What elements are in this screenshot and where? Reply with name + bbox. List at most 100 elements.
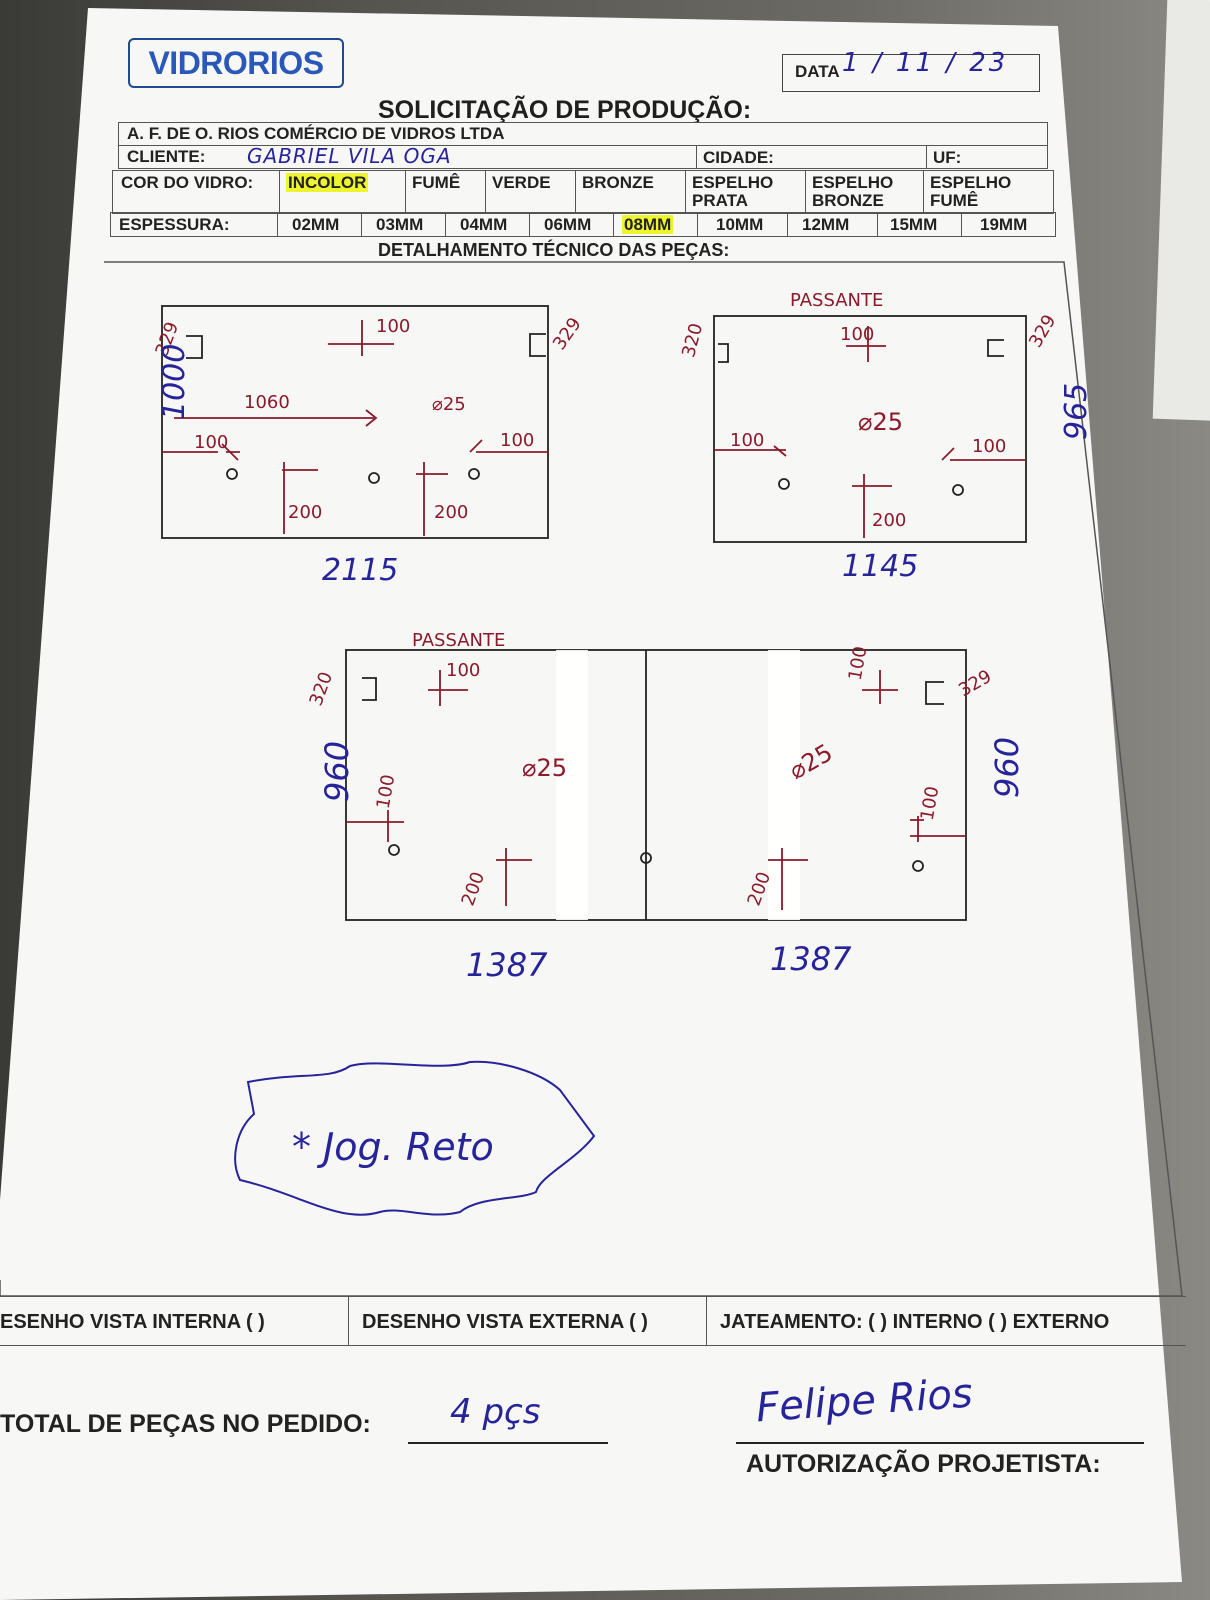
thickness-option-02[interactable]: 02MM bbox=[277, 213, 361, 236]
piece-3-note: PASSANTE bbox=[412, 630, 505, 651]
piece-1-dimensions: 2115 1000 bbox=[157, 344, 398, 588]
thickness-option-06[interactable]: 06MM bbox=[529, 213, 613, 236]
piece-2-label: 320 bbox=[678, 321, 707, 360]
color-option-verde[interactable]: VERDE bbox=[485, 171, 575, 213]
section-title: DETALHAMENTO TÉCNICO DAS PEÇAS: bbox=[378, 240, 730, 260]
piece-1-width: 2115 bbox=[322, 553, 398, 588]
piece-3-label: ⌀25 bbox=[522, 754, 567, 782]
options-row: ESENHO VISTA INTERNA ( ) DESENHO VISTA E… bbox=[0, 1296, 1186, 1346]
glass-color-row: COR DO VIDRO: INCOLOR FUMÊ VERDE BRONZE … bbox=[112, 170, 1054, 214]
piece-3-label: 100 bbox=[373, 773, 400, 810]
thickness-option-label: 02MM bbox=[292, 215, 340, 234]
piece-1-label: 1060 bbox=[244, 392, 290, 413]
company-name: A. F. DE O. RIOS COMÉRCIO DE VIDROS LTDA bbox=[127, 124, 505, 143]
color-option-fume[interactable]: FUMÊ bbox=[405, 171, 485, 213]
piece-2-note: PASSANTE bbox=[790, 290, 883, 311]
piece-1-label: 100 bbox=[376, 316, 410, 337]
piece-2-labels: PASSANTE 100 ⌀25 100 100 200 320 329 bbox=[678, 290, 1060, 531]
uf-label: UF: bbox=[933, 148, 962, 167]
thickness-option-label: 19MM bbox=[980, 215, 1028, 234]
color-option-espelho-bronze[interactable]: ESPELHO BRONZE bbox=[805, 171, 923, 213]
date-value: 1 / 11 / 23 bbox=[842, 48, 1009, 78]
piece-3-label: 320 bbox=[306, 669, 337, 708]
thickness-option-label: 03MM bbox=[376, 215, 424, 234]
thickness-option-08[interactable]: 08MM bbox=[613, 213, 697, 236]
thickness-option-label: 15MM bbox=[890, 215, 938, 234]
city-cell: CIDADE: bbox=[696, 146, 926, 168]
thickness-option-10[interactable]: 10MM bbox=[697, 213, 787, 236]
thickness-option-15[interactable]: 15MM bbox=[877, 213, 961, 236]
thickness-option-label: 06MM bbox=[544, 215, 592, 234]
pieces-3-4-labels: PASSANTE 100 ⌀25 100 200 320 100 329 ⌀25… bbox=[306, 630, 996, 909]
piece-3-label: 100 bbox=[446, 660, 480, 681]
thickness-option-03[interactable]: 03MM bbox=[361, 213, 445, 236]
piece-4-label: 100 bbox=[845, 645, 872, 682]
color-option-label: FUMÊ bbox=[412, 173, 461, 192]
uf-cell: UF: bbox=[926, 146, 1046, 168]
color-option-label: INCOLOR bbox=[286, 173, 369, 192]
form-title: SOLICITAÇÃO DE PRODUÇÃO: bbox=[378, 96, 752, 124]
thickness-row: ESPESSURA: 02MM 03MM 04MM 06MM 08MM 10MM… bbox=[110, 212, 1056, 237]
note-cloud bbox=[234, 1060, 596, 1216]
divider bbox=[348, 1297, 349, 1345]
color-option-label: BRONZE bbox=[582, 173, 654, 192]
color-option-label: ESPELHO FUMÊ bbox=[930, 173, 1012, 210]
piece-2 bbox=[713, 315, 1027, 543]
handwritten-note: * Jog. Reto bbox=[292, 1125, 494, 1169]
piece-2-dimensions: 1145 965 bbox=[842, 383, 1094, 584]
blasting-option[interactable]: JATEAMENTO: ( ) INTERNO ( ) EXTERNO bbox=[720, 1311, 1110, 1333]
piece-4-width: 1387 bbox=[770, 940, 852, 978]
piece-1-label: 200 bbox=[288, 502, 322, 523]
piece-1 bbox=[161, 305, 549, 539]
piece-3-width: 1387 bbox=[466, 946, 548, 984]
piece-1-label: 100 bbox=[500, 430, 534, 451]
thickness-option-label: 04MM bbox=[460, 215, 508, 234]
client-name: GABRIEL VILA OGA bbox=[247, 144, 452, 168]
external-view-option[interactable]: DESENHO VISTA EXTERNA ( ) bbox=[362, 1311, 648, 1333]
piece-2-label: 100 bbox=[730, 430, 764, 451]
piece-1-label: 100 bbox=[194, 432, 228, 453]
total-value: 4 pçs bbox=[450, 1392, 541, 1432]
color-option-incolor[interactable]: INCOLOR bbox=[279, 171, 405, 213]
piece-2-label: 200 bbox=[872, 510, 906, 531]
piece-3-height: 960 bbox=[318, 741, 356, 802]
piece-4-label: 329 bbox=[955, 666, 995, 701]
piece-1-label: ⌀25 bbox=[432, 394, 466, 415]
total-underline bbox=[408, 1442, 608, 1444]
client-row: CLIENTE: GABRIEL VILA OGA CIDADE: UF: bbox=[118, 144, 1048, 169]
thickness-option-12[interactable]: 12MM bbox=[787, 213, 877, 236]
date-label: DATA bbox=[795, 62, 840, 81]
date-box: DATA bbox=[782, 54, 1040, 92]
thickness-option-label: 08MM bbox=[622, 215, 674, 234]
glass-color-label: COR DO VIDRO: bbox=[121, 173, 254, 192]
piece-2-label: 100 bbox=[972, 436, 1006, 457]
color-option-label: ESPELHO BRONZE bbox=[812, 173, 894, 210]
color-option-espelho-prata[interactable]: ESPELHO PRATA bbox=[685, 171, 805, 213]
thickness-option-19[interactable]: 19MM bbox=[961, 213, 1057, 236]
piece-1-label: 200 bbox=[434, 502, 468, 523]
thickness-option-04[interactable]: 04MM bbox=[445, 213, 529, 236]
piece-4-height: 960 bbox=[988, 737, 1026, 798]
color-option-label: VERDE bbox=[492, 173, 551, 192]
color-option-espelho-fume[interactable]: ESPELHO FUMÊ bbox=[923, 171, 1053, 213]
city-label: CIDADE: bbox=[703, 148, 774, 167]
signature-line bbox=[736, 1442, 1144, 1444]
pieces-3-4-dimensions: 1387 1387 960 960 bbox=[318, 737, 1026, 984]
piece-1-height: 1000 bbox=[157, 344, 192, 420]
authorization-label: AUTORIZAÇÃO PROJETISTA: bbox=[746, 1450, 1101, 1478]
internal-view-option[interactable]: ESENHO VISTA INTERNA ( ) bbox=[0, 1311, 265, 1333]
thickness-option-label: 10MM bbox=[716, 215, 764, 234]
piece-2-label: 329 bbox=[1025, 311, 1060, 351]
color-option-label: ESPELHO PRATA bbox=[692, 173, 774, 210]
total-label: TOTAL DE PEÇAS NO PEDIDO: bbox=[0, 1410, 371, 1438]
piece-2-height: 965 bbox=[1059, 383, 1094, 440]
piece-2-width: 1145 bbox=[842, 549, 918, 584]
color-option-bronze[interactable]: BRONZE bbox=[575, 171, 685, 213]
client-label: CLIENTE: bbox=[127, 147, 206, 166]
pieces-3-4 bbox=[345, 649, 967, 921]
divider bbox=[706, 1297, 707, 1345]
